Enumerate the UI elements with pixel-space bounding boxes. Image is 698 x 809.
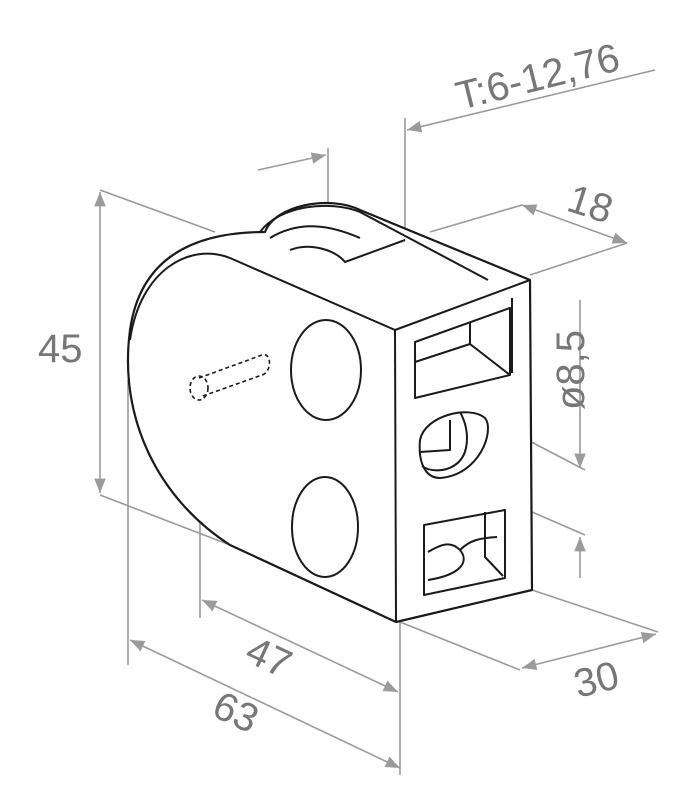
top-width-label: 18 xyxy=(562,177,618,233)
dimension-lines xyxy=(94,69,657,769)
depth-label: 30 xyxy=(570,653,624,706)
hole-diameter-label: ø8,5 xyxy=(549,330,593,410)
clamp-body xyxy=(126,202,534,624)
length-total-label: 63 xyxy=(206,683,265,742)
glass-thickness-label: T:6-12,76 xyxy=(452,36,624,119)
height-label: 45 xyxy=(38,327,83,371)
length-hole-label: 47 xyxy=(239,628,298,687)
